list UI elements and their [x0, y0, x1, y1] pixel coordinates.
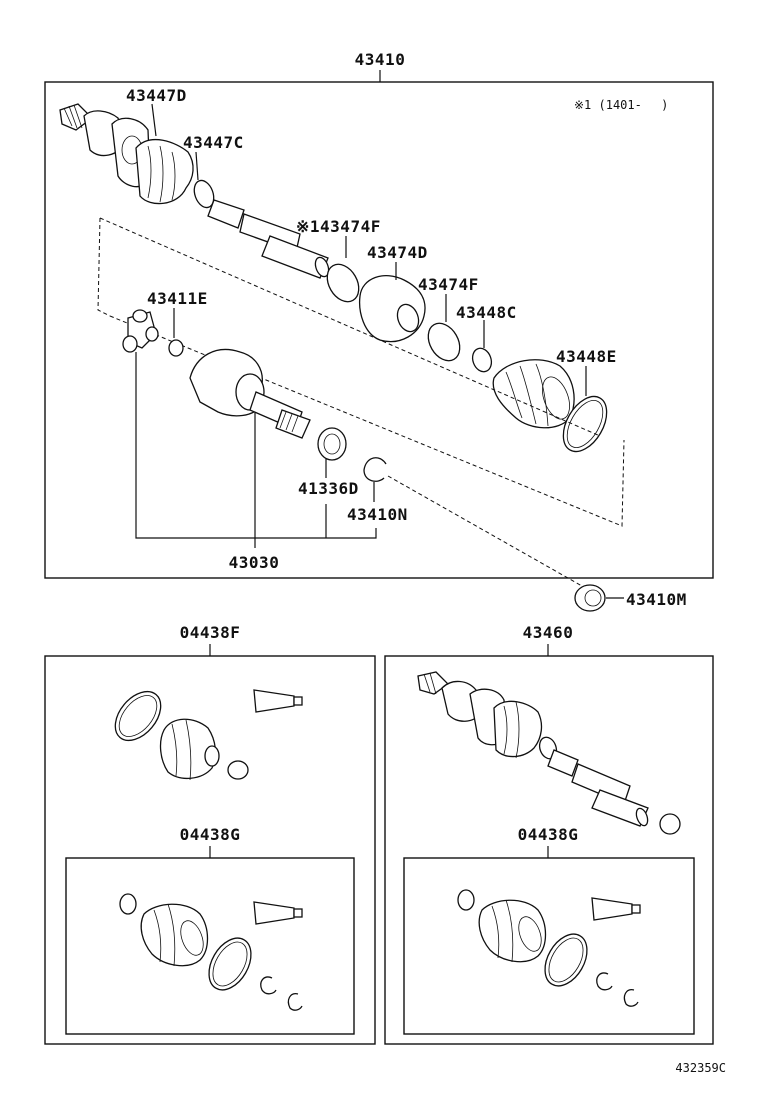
figure-code: 432359C: [675, 1061, 726, 1075]
label-143474F: ※143474F: [296, 217, 381, 236]
kit-f-band-small: [227, 760, 249, 780]
outer-joint-assy-frame: [384, 655, 714, 1045]
kit-gr-boot: [478, 899, 547, 963]
kit-gl-clip-a: [260, 976, 277, 995]
kit-gl-band-large: [208, 937, 252, 991]
label-41336D: 41336D: [298, 479, 359, 498]
damper-band-b-part: [427, 322, 461, 362]
kit-gl-boot: [140, 903, 209, 967]
kit-gr-band-small: [457, 889, 475, 911]
kit-gr-band-large: [544, 933, 588, 987]
kit-f-boot: [159, 718, 220, 781]
kit-gr-clip-a: [596, 972, 613, 991]
kit-gr-grease-tube: [591, 897, 641, 921]
damper-part: [358, 275, 426, 343]
inner-joint-part: [189, 348, 311, 439]
label-43448C: 43448C: [456, 303, 517, 322]
shaft-assy-frame: [44, 81, 714, 579]
dust-cover-part: [574, 584, 606, 612]
kit-gl-grease-tube: [253, 901, 303, 925]
outer-boot-part: [135, 139, 194, 205]
group-outline-left: [97, 217, 111, 317]
label-43447D: 43447D: [126, 86, 187, 105]
label-43411E: 43411E: [147, 289, 208, 308]
tripod-part: [122, 309, 159, 353]
note-serial: ※1 (1401- ): [574, 98, 668, 112]
label-43410N: 43410N: [347, 505, 408, 524]
group-outline-bottom: [109, 315, 625, 527]
label-43030: 43030: [229, 553, 280, 572]
inner-band-small-part: [471, 347, 493, 373]
label-43447C: 43447C: [183, 133, 244, 152]
kit-f-band-large: [114, 690, 162, 742]
boot-kit-outer-left-frame: [65, 857, 355, 1035]
label-43448E: 43448E: [556, 347, 617, 366]
tripod-snap-ring: [168, 339, 184, 357]
group-outline-top: [99, 217, 601, 437]
kit-gr-clip-b: [623, 989, 639, 1007]
label-43474F: 43474F: [418, 275, 479, 294]
label-43410M: 43410M: [626, 590, 687, 609]
inner-boot-part: [492, 359, 575, 429]
oil-seal-part: [317, 427, 347, 461]
outer-joint-snap-ring: [659, 813, 681, 835]
kit-gl-band-small: [119, 893, 137, 915]
label-43460: 43460: [523, 623, 574, 642]
kit-gl-clip-b: [287, 993, 303, 1011]
outer-band-part: [193, 179, 215, 209]
label-04438G-right: 04438G: [518, 825, 579, 844]
label-43474D: 43474D: [367, 243, 428, 262]
outer-joint-part: [59, 103, 151, 188]
label-04438G-left: 04438G: [180, 825, 241, 844]
inner-band-large-part: [562, 395, 608, 453]
boot-kit-outer-right-frame: [403, 857, 695, 1035]
damper-band-a-part: [326, 263, 360, 303]
drive-shaft-part: [207, 199, 330, 279]
label-43410: 43410: [355, 50, 406, 69]
kit-f-grease-tube: [253, 689, 303, 713]
leader-43030: [135, 352, 377, 539]
snap-ring-part: [363, 457, 387, 482]
leader-43410M-dash: [387, 475, 583, 587]
label-04438F: 04438F: [180, 623, 241, 642]
outer-joint-assy-part: [417, 671, 649, 827]
